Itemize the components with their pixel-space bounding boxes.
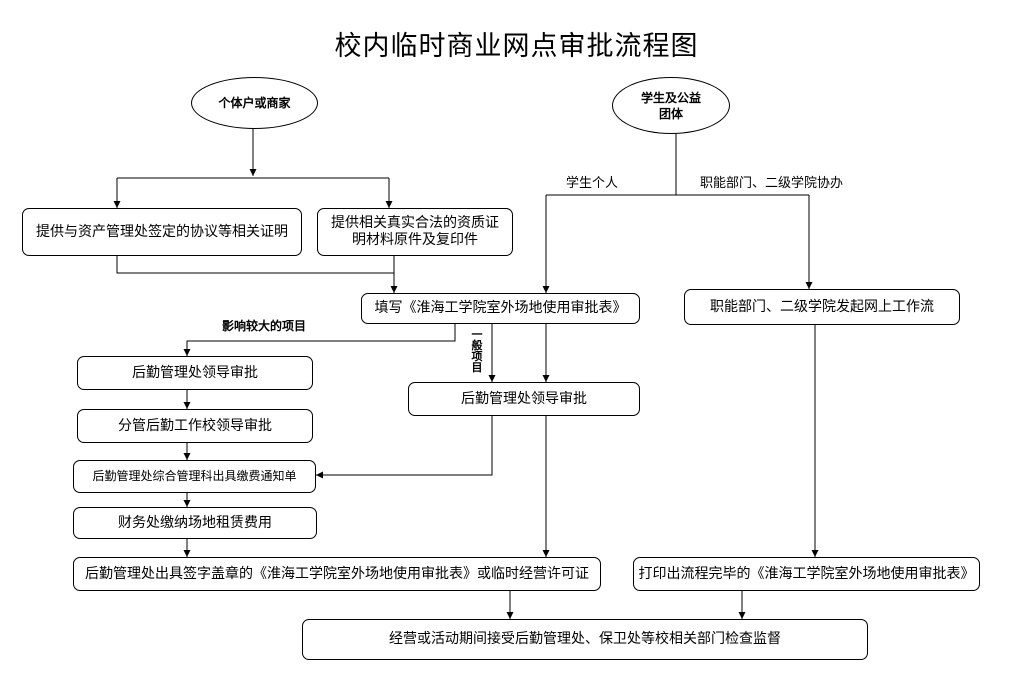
start-individual: 个体户或商家	[191, 77, 318, 129]
step-provide-qualification-label: 提供相关真实合法的资质证 明材料原件及复印件	[331, 215, 499, 248]
step-logistics-leader-mid-label: 后勤管理处领导审批	[461, 390, 587, 407]
step-dept-workflow: 职能部门、二级学院发起网上工作流	[684, 289, 960, 325]
start-student-org-label: 学生及公益 团体	[640, 90, 701, 121]
step-vice-president-label: 分管后勤工作校领导审批	[118, 417, 272, 434]
step-supervision-label: 经营或活动期间接受后勤管理处、保卫处等校相关部门检查监督	[389, 631, 781, 647]
step-print-form: 打印出流程完毕的《淮海工学院室外场地使用审批表》	[633, 557, 980, 591]
step-logistics-leader-left-label: 后勤管理处领导审批	[132, 364, 258, 381]
step-pay-rent-label: 财务处缴纳场地租赁费用	[118, 514, 272, 531]
edge-big-project	[183, 324, 456, 356]
step-dept-workflow-label: 职能部门、二级学院发起网上工作流	[710, 298, 934, 315]
edge-mid-to-fee	[316, 416, 493, 479]
step-fee-notice-label: 后勤管理处综合管理科出具缴费通知单	[92, 469, 297, 483]
start-individual-label: 个体户或商家	[218, 96, 291, 110]
step-issue-permit: 后勤管理处出具签字盖章的《淮海工学院室外场地使用审批表》或临时经营许可证	[73, 557, 601, 591]
step-provide-agreement: 提供与资产管理处签定的协议等相关证明	[22, 208, 302, 256]
step-fee-notice: 后勤管理处综合管理科出具缴费通知单	[73, 460, 316, 493]
branch-label-student-personal: 学生个人	[566, 176, 619, 191]
step-logistics-leader-left: 后勤管理处领导审批	[77, 356, 313, 390]
branch-label-big-project: 影响较大的项目	[222, 319, 307, 333]
step-print-form-label: 打印出流程完毕的《淮海工学院室外场地使用审批表》	[638, 565, 975, 582]
step-fill-form: 填写《淮海工学院室外场地使用审批表》	[361, 293, 640, 324]
step-pay-rent: 财务处缴纳场地租赁费用	[73, 507, 317, 539]
step-fill-form-label: 填写《淮海工学院室外场地使用审批表》	[374, 300, 627, 316]
step-provide-agreement-label: 提供与资产管理处签定的协议等相关证明	[36, 223, 288, 240]
step-supervision: 经营或活动期间接受后勤管理处、保卫处等校相关部门检查监督	[302, 619, 868, 660]
start-student-org: 学生及公益 团体	[612, 77, 730, 134]
branch-label-department: 职能部门、二级学院协办	[700, 176, 844, 191]
branch-label-general-project: 一般项目	[471, 328, 483, 374]
step-provide-qualification: 提供相关真实合法的资质证 明材料原件及复印件	[317, 208, 513, 256]
step-issue-permit-label: 后勤管理处出具签字盖章的《淮海工学院室外场地使用审批表》或临时经营许可证	[85, 565, 589, 582]
step-vice-president: 分管后勤工作校领导审批	[77, 409, 313, 443]
step-logistics-leader-mid: 后勤管理处领导审批	[408, 382, 640, 416]
page-title: 校内临时商业网点审批流程图	[334, 31, 699, 62]
edge-agreement-merge	[116, 256, 394, 274]
